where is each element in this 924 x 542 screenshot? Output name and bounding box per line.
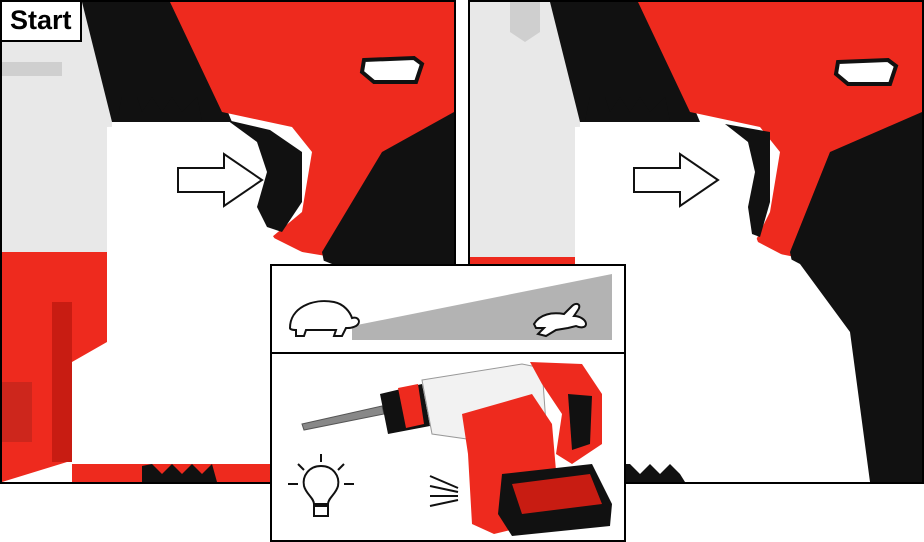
speed-ramp	[288, 274, 612, 340]
drill-panel	[270, 352, 626, 542]
trigger-pressed-panel	[468, 0, 924, 484]
rabbit-icon	[532, 302, 588, 338]
light-rays-icon	[429, 475, 459, 507]
hammer-drill-icon	[301, 362, 612, 536]
right-arrow-icon	[177, 152, 264, 208]
light-bulb-icon	[288, 454, 354, 517]
speed-panel	[270, 264, 626, 354]
trigger-pressed-illustration	[470, 2, 922, 482]
right-arrow-icon	[633, 152, 720, 208]
turtle-icon	[288, 300, 360, 337]
trigger-start-panel: Start	[0, 0, 456, 484]
trigger-start-illustration	[2, 2, 454, 482]
start-label: Start	[2, 2, 82, 42]
